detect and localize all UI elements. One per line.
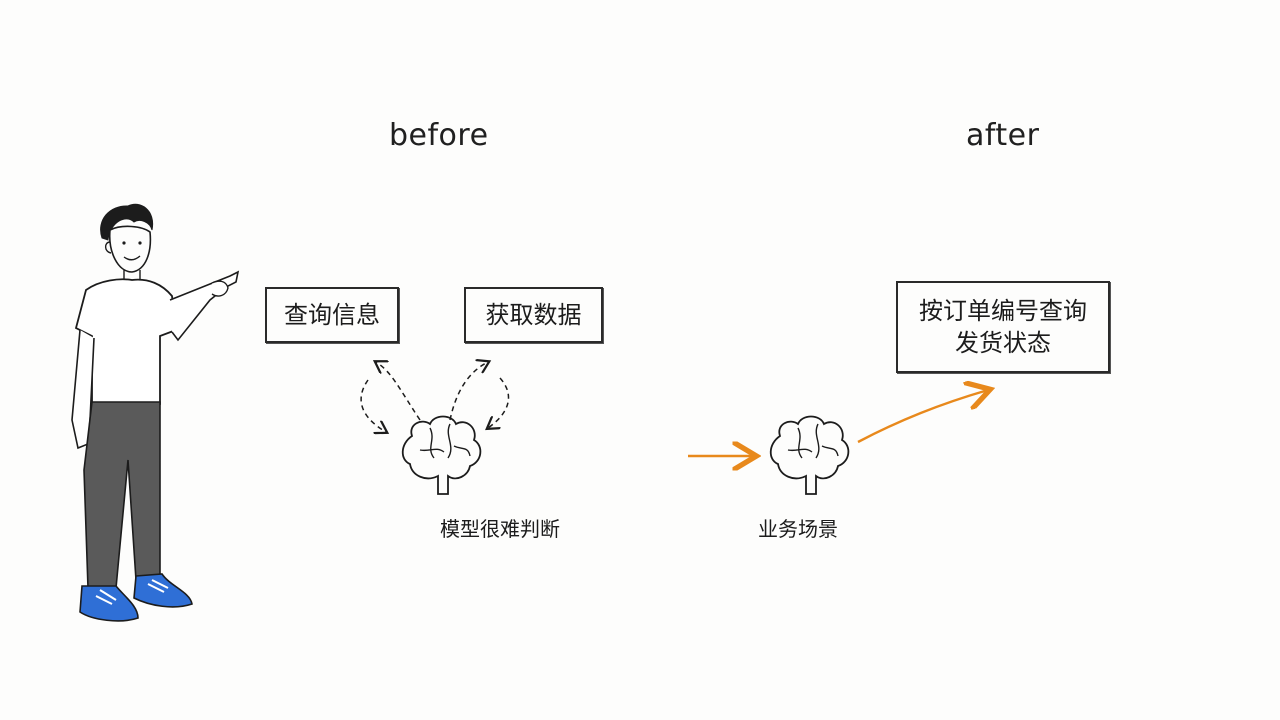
dashed-loop-arrows xyxy=(360,362,510,432)
model-hard-caption: 模型很难判断 xyxy=(440,517,560,541)
brain-icon-after xyxy=(769,415,850,495)
business-scene-caption: 业务场景 xyxy=(758,517,838,541)
before-heading: before xyxy=(389,118,489,153)
fetch-data-label: 获取数据 xyxy=(485,300,582,329)
order-status-box: 按订单编号查询 发货状态 xyxy=(896,281,1110,373)
query-info-box: 查询信息 xyxy=(265,287,399,343)
person-figure xyxy=(71,203,240,622)
after-heading: after xyxy=(966,118,1040,153)
brain-icon-before xyxy=(401,415,482,495)
query-info-label: 查询信息 xyxy=(284,300,380,329)
fetch-data-box: 获取数据 xyxy=(464,287,603,343)
order-status-label: 按订单编号查询 发货状态 xyxy=(919,296,1087,357)
orange-arrow-out xyxy=(857,390,988,444)
